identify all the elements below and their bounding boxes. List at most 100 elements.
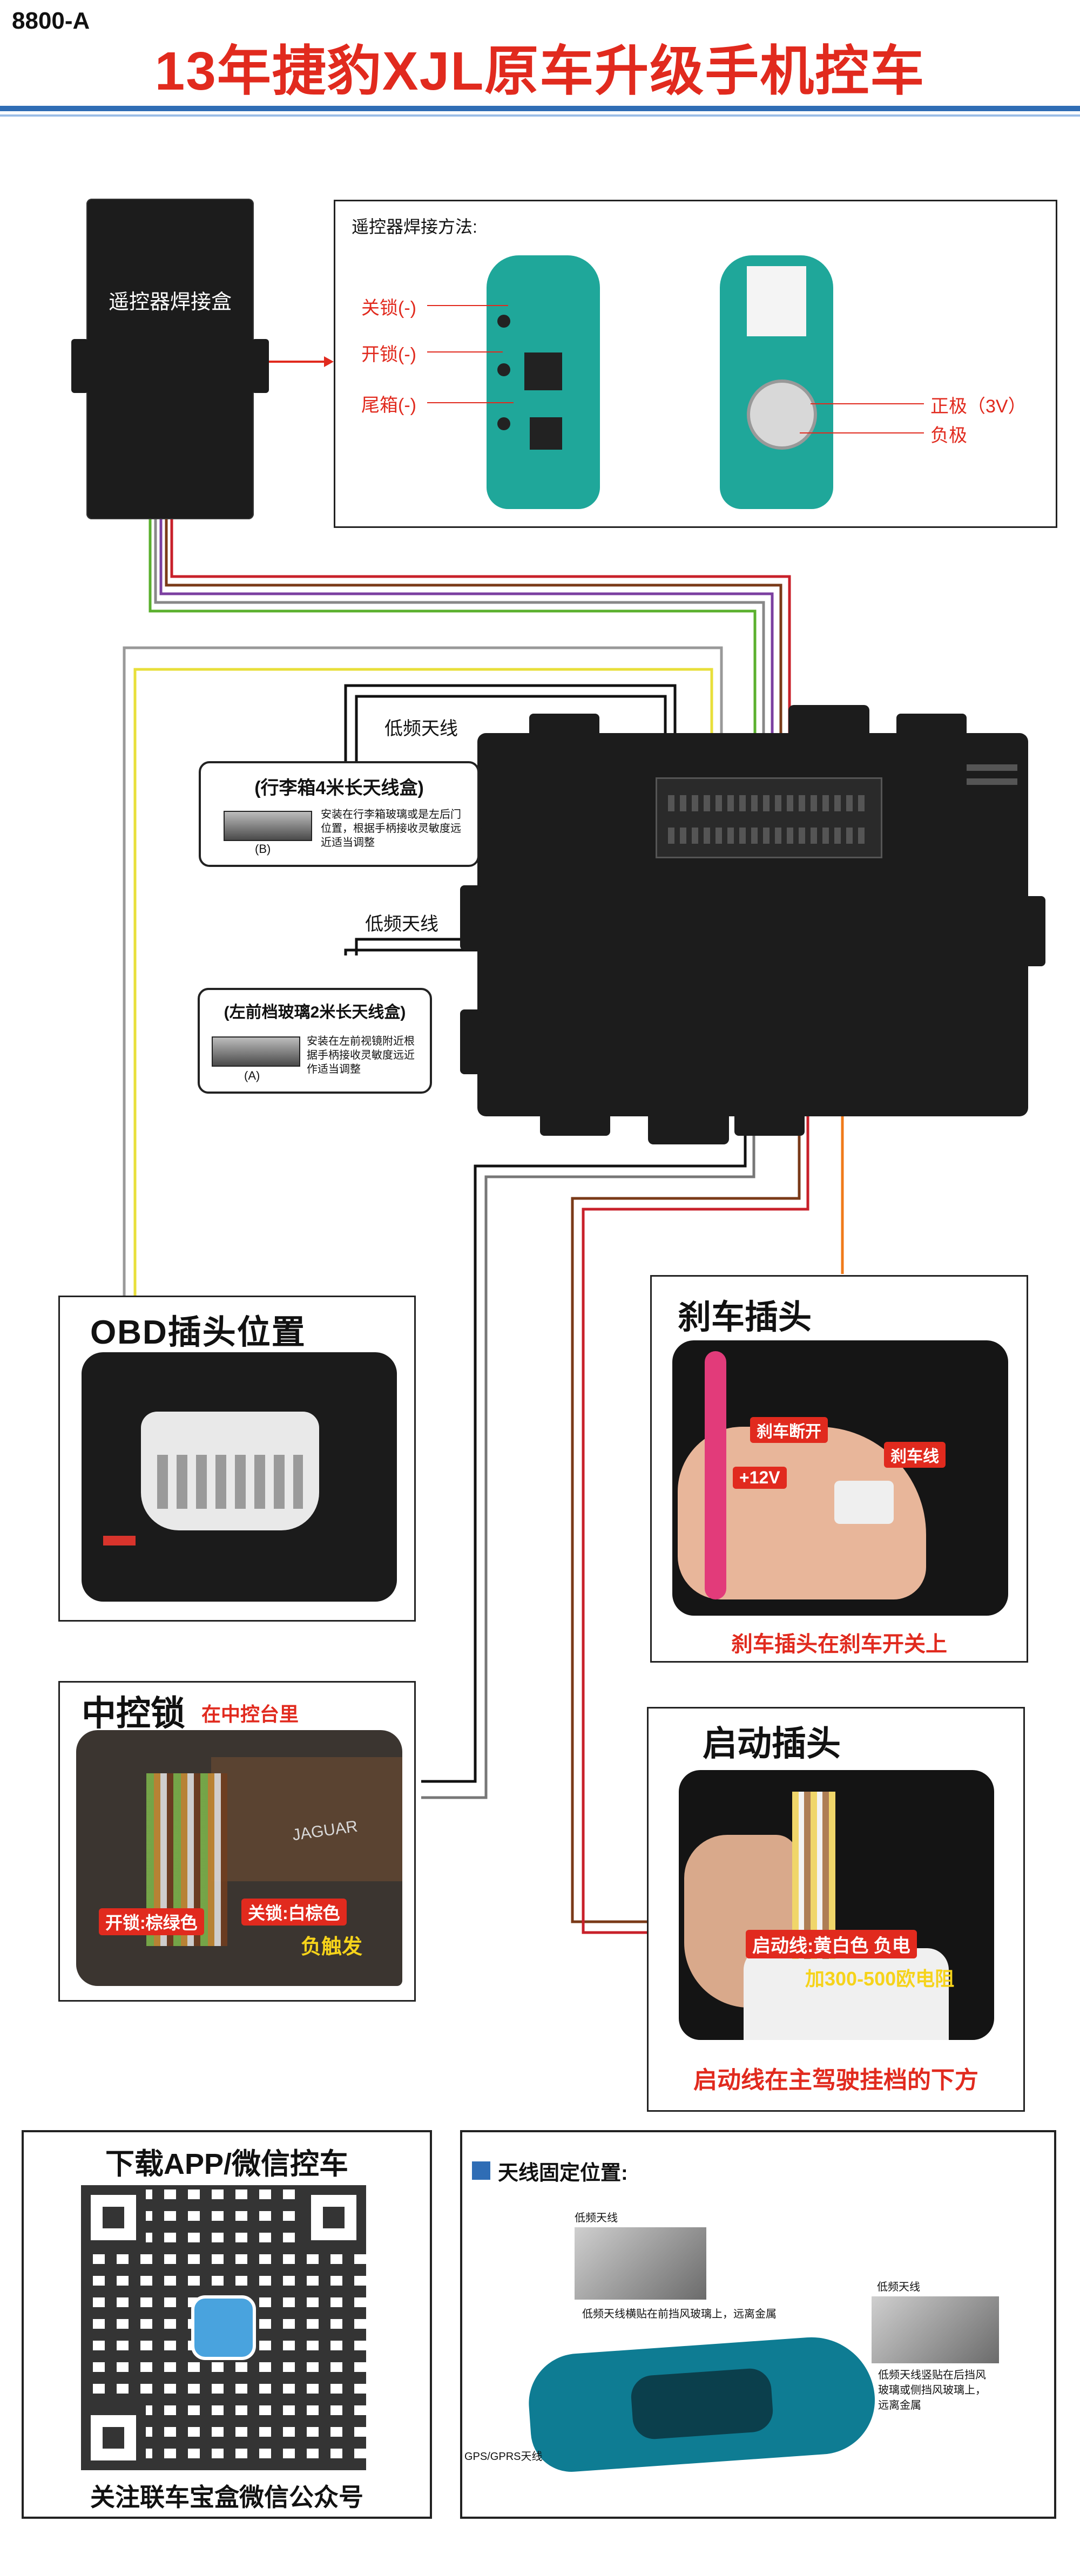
module-tab-bottom-3 (734, 1112, 805, 1136)
antenna-pos-title-icon (472, 2161, 490, 2180)
main-control-module (477, 733, 1028, 1116)
brake-title: 刹车插头 (678, 1299, 812, 1336)
module-stripe-1 (967, 764, 1017, 771)
brake-caption: 刹车插头在刹车开关上 (731, 1632, 947, 1656)
antenna-pos-title: 天线固定位置: (498, 2162, 628, 2185)
car-topview (525, 2333, 879, 2475)
brake-pink-wire (705, 1351, 726, 1599)
leader-negative (800, 432, 924, 433)
qr-top-text: 下载APP/微信控车 (105, 2148, 349, 2180)
wire-red-remote (170, 518, 791, 777)
brake-panel: 刹车插头 刹车断开 刹车线 +12V 刹车插头在刹车开关上 (650, 1275, 1028, 1663)
antenna-a-card: (左前档玻璃2米长天线盒) (A) 安装在左前视镜附近根据手柄接收灵敏度远近作适… (198, 988, 432, 1094)
antenna-b-title: (行李箱4米长天线盒) (254, 778, 424, 798)
module-tab-left-2 (460, 885, 482, 950)
start-panel: 启动插头 启动线:黄白色 负电 加300-500欧电阻 启动线在主驾驶挂档的下方 (647, 1707, 1025, 2112)
qr-finder-bl (81, 2405, 146, 2470)
qr-code[interactable] (81, 2185, 366, 2470)
page-title: 13年捷豹XJL原车升级手机控车 (154, 41, 926, 101)
remote-box-tab-left (71, 339, 89, 393)
obd-title: OBD插头位置 (90, 1314, 306, 1351)
qr-finder-tl (81, 2185, 146, 2250)
antenna-pos-photo-a (575, 2227, 706, 2300)
remote-box-tab-right (252, 339, 269, 393)
pcb-button-2 (497, 363, 510, 376)
obd-connector (141, 1412, 319, 1530)
coin-battery (747, 379, 817, 450)
obd-red-tag (103, 1536, 136, 1545)
start-caption: 启动线在主驾驶挂档的下方 (693, 2067, 978, 2093)
wire-gray-obd (123, 646, 723, 1296)
antenna-pos-label-b: 低频天线 (877, 2281, 920, 2293)
start-title: 启动插头 (703, 1724, 841, 1763)
tag-start-wire: 启动线:黄白色 负电 (746, 1930, 917, 1958)
header-rule-light (0, 114, 1080, 117)
wire-brown-remote (165, 518, 782, 777)
antenna-pos-label-a: 低频天线 (575, 2212, 618, 2224)
pcb-chip-2 (530, 417, 562, 450)
central-lock-subtitle: 在中控台里 (201, 1703, 299, 1725)
tag-brake-break: 刹车断开 (750, 1417, 828, 1443)
tag-brake-12v: +12V (733, 1467, 787, 1489)
antenna-pos-text-b: 低频天线竖贴在后挡风玻璃或侧挡风玻璃上，远离金属 (878, 2369, 986, 2411)
start-note: 加300-500欧电阻 (805, 1968, 955, 1990)
antenna-b-tag: (B) (255, 842, 271, 856)
pcb-front (487, 255, 600, 509)
module-stripe-2 (967, 778, 1017, 785)
module-tab-left-3 (460, 1009, 482, 1074)
label-unlock: 开锁(-) (361, 344, 416, 365)
antenna-a-wire-label: 低频天线 (365, 914, 438, 934)
tag-lock-wire: 关锁:白棕色 (241, 1899, 347, 1926)
antenna-a-title: (左前档玻璃2米长天线盒) (224, 1004, 406, 1021)
weld-method-box: 遥控器焊接方法: 关锁(-) 开锁(-) 尾箱(-) 正极（3V） 负极 (334, 200, 1057, 528)
module-tab-top-3 (896, 714, 967, 737)
wire-gray-remote (154, 518, 765, 777)
module-tab-bottom-2 (648, 1112, 729, 1144)
antenna-pos-gps: GPS/GPRS天线 (464, 2451, 543, 2463)
qr-finder-tr (301, 2185, 366, 2250)
obd-panel: OBD插头位置 (58, 1296, 416, 1622)
qr-app-logo-icon (191, 2295, 256, 2360)
qr-bottom-text: 关注联车宝盒微信公众号 (90, 2483, 363, 2511)
brake-connector (834, 1481, 894, 1524)
weld-method-title: 遥控器焊接方法: (352, 217, 477, 236)
label-negative: 负极 (930, 425, 967, 446)
start-connector (744, 1948, 949, 2040)
central-lock-title: 中控锁 (82, 1694, 185, 1733)
pcb-chip (524, 352, 562, 390)
header-rule-blue (0, 106, 1080, 111)
start-photo (679, 1770, 994, 2040)
brake-photo (672, 1340, 1008, 1616)
tag-brake-line: 刹车线 (884, 1442, 946, 1468)
remote-weld-box: 遥控器焊接盒 (86, 199, 254, 519)
wire-green-remote (148, 518, 757, 777)
pcb-sticker (747, 266, 806, 336)
pcb-back (720, 255, 833, 509)
antenna-b-desc: 安装在行李箱玻璃或是左后门位置，根据手柄接收灵敏度远近适当调整 (321, 809, 461, 849)
wire-purple-remote (159, 518, 774, 777)
model-code: 8800-A (12, 8, 90, 34)
antenna-pos-photo-b (872, 2296, 999, 2363)
car-roof (630, 2367, 774, 2441)
antenna-b-card: (行李箱4米长天线盒) (B) 安装在行李箱玻璃或是左后门位置，根据手柄接收灵敏… (199, 761, 480, 867)
module-tab-right-1 (1024, 896, 1045, 966)
tag-unlock-wire: 开锁:棕绿色 (99, 1908, 204, 1935)
leader-lock (427, 305, 508, 306)
wire-antenna-b (344, 684, 677, 777)
antenna-a-tag: (A) (244, 1069, 260, 1082)
pcb-button-1 (497, 315, 510, 328)
central-lock-photo: JAGUAR (76, 1730, 402, 1986)
central-lock-panel: 中控锁 在中控台里 JAGUAR 开锁:棕绿色 关锁:白棕色 负触发 (58, 1681, 416, 2002)
module-tab-top-2 (788, 705, 869, 735)
antenna-b-box-shape (224, 811, 312, 841)
antenna-b-wire-label: 低频天线 (384, 718, 458, 739)
wire-yellow-obd (133, 668, 713, 1296)
antenna-a-desc: 安装在左前视镜附近根据手柄接收灵敏度远近作适当调整 (307, 1035, 415, 1075)
central-lock-note: 负触发 (301, 1936, 363, 1958)
label-trunk: 尾箱(-) (361, 395, 416, 416)
qr-panel: 下载APP/微信控车 关注联车宝盒微信公众号 (22, 2130, 432, 2519)
central-lock-wood (211, 1757, 402, 1881)
leader-positive (811, 403, 924, 404)
leader-unlock (427, 351, 503, 352)
module-tab-top-1 (529, 714, 599, 737)
